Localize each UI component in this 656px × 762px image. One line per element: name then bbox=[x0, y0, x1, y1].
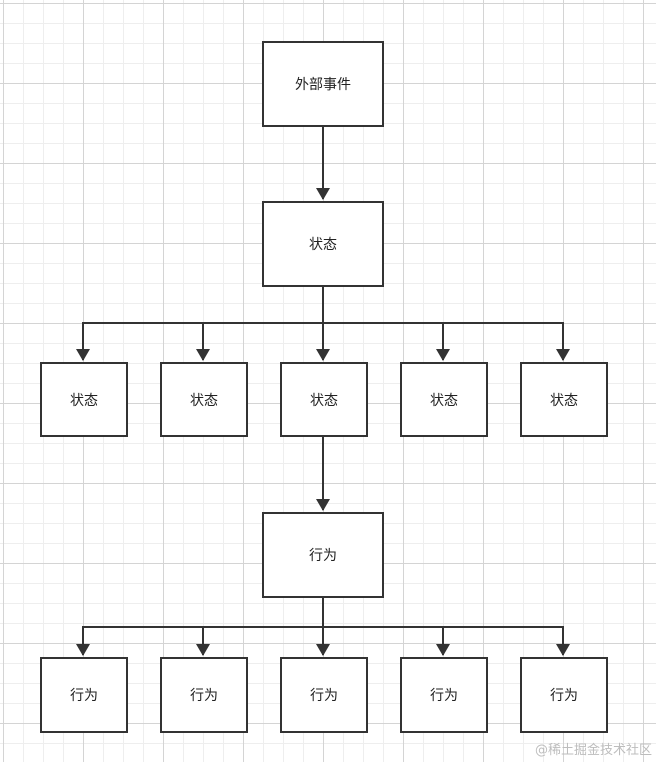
action-node-1[interactable]: 行为 bbox=[40, 657, 128, 733]
action-node-2[interactable]: 行为 bbox=[160, 657, 248, 733]
state-parent-node[interactable]: 状态 bbox=[262, 201, 384, 287]
action-node-3[interactable]: 行为 bbox=[280, 657, 368, 733]
watermark-text: @稀土掘金技术社区 bbox=[534, 743, 652, 758]
state-node-3[interactable]: 状态 bbox=[280, 362, 368, 437]
action-node-5[interactable]: 行为 bbox=[520, 657, 608, 733]
action-parent-node[interactable]: 行为 bbox=[262, 512, 384, 598]
state-node-1[interactable]: 状态 bbox=[40, 362, 128, 437]
external-event-node[interactable]: 外部事件 bbox=[262, 41, 384, 127]
state-node-4[interactable]: 状态 bbox=[400, 362, 488, 437]
state-node-5[interactable]: 状态 bbox=[520, 362, 608, 437]
state-node-2[interactable]: 状态 bbox=[160, 362, 248, 437]
action-node-4[interactable]: 行为 bbox=[400, 657, 488, 733]
